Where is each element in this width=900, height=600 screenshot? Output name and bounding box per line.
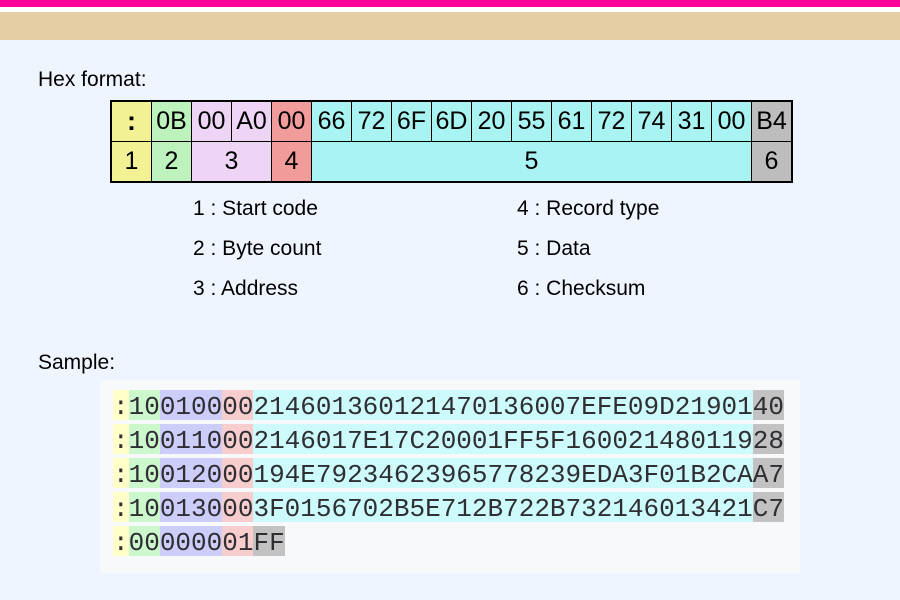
sample-rectype-span: 00	[222, 424, 254, 456]
sample-rectype-span: 00	[222, 492, 254, 524]
sample-record: :10010000214601360121470136007EFE09D2190…	[113, 390, 800, 424]
byte-cell-checksum: B4	[752, 102, 791, 141]
legend-item: 5 : Data	[517, 237, 591, 260]
sample-record: :100110002146017E17C20001FF5F16002148011…	[113, 424, 800, 458]
sample-record: :10012000194E79234623965778239EDA3F01B2C…	[113, 458, 800, 492]
field-cell-data: 5	[312, 142, 751, 181]
sample-data-span: 194E79234623965778239EDA3F01B2CA	[253, 458, 753, 490]
byte-cell-data: 74	[632, 102, 671, 141]
byte-cell-data: 6D	[432, 102, 471, 141]
byte-cell-data: 72	[592, 102, 631, 141]
byte-cell-start: :	[112, 102, 151, 141]
byte-cell-address: 00	[192, 102, 231, 141]
sample-address-span: 0130	[159, 492, 223, 524]
byte-cell-data: 6F	[392, 102, 431, 141]
legend-item: 4 : Record type	[517, 197, 660, 220]
sample-block: :10010000214601360121470136007EFE09D2190…	[100, 380, 800, 573]
white-gap-bar	[0, 7, 900, 12]
sample-data-span: 2146017E17C20001FF5F160021480119	[253, 424, 753, 456]
sample-rectype-span: 00	[222, 390, 254, 422]
sample-data-span: 3F0156702B5E712B722B732146013421	[253, 492, 753, 524]
tan-header-bar	[0, 12, 900, 40]
sample-record: :100130003F0156702B5E712B722B73214601342…	[113, 492, 800, 526]
sample-address-span: 0100	[159, 390, 223, 422]
field-cell-address: 3	[192, 142, 271, 181]
byte-cell-data: 20	[472, 102, 511, 141]
byte-cell-data: 72	[352, 102, 391, 141]
byte-cell-count: 0B	[152, 102, 191, 141]
sample-count-span: 10	[128, 492, 160, 524]
sample-count-span: 10	[128, 424, 160, 456]
sample-start-span: :	[113, 458, 129, 490]
field-cell-checksum: 6	[752, 142, 791, 181]
field-cell-count: 2	[152, 142, 191, 181]
byte-cell-rectype: 00	[272, 102, 311, 141]
sample-start-span: :	[113, 424, 129, 456]
legend-item: 6 : Checksum	[517, 277, 646, 300]
field-cell-start: 1	[112, 142, 151, 181]
sample-count-span: 00	[128, 526, 160, 558]
byte-cell-data: 31	[672, 102, 711, 141]
field-cell-rectype: 4	[272, 142, 311, 181]
byte-cell-address: A0	[232, 102, 271, 141]
sample-start-span: :	[113, 492, 129, 524]
sample-checksum-span: 28	[752, 424, 784, 456]
sample-record: :00000001FF	[113, 526, 800, 560]
byte-cell-data: 55	[512, 102, 551, 141]
sample-label: Sample:	[38, 351, 116, 374]
sample-checksum-span: C7	[752, 492, 784, 524]
legend-item: 1 : Start code	[193, 197, 318, 220]
sample-checksum-span: 40	[752, 390, 784, 422]
byte-cell-data: 61	[552, 102, 591, 141]
legend-item: 2 : Byte count	[193, 237, 322, 260]
sample-start-span: :	[113, 390, 129, 422]
sample-data-span: 214601360121470136007EFE09D21901	[253, 390, 753, 422]
sample-checksum-span: FF	[253, 526, 285, 558]
byte-cell-data: 00	[712, 102, 751, 141]
hex-format-label: Hex format:	[38, 68, 147, 91]
sample-address-span: 0110	[159, 424, 223, 456]
legend-item: 3 : Address	[193, 277, 299, 300]
sample-count-span: 10	[128, 390, 160, 422]
sample-count-span: 10	[128, 458, 160, 490]
sample-address-span: 0120	[159, 458, 223, 490]
sample-address-span: 0000	[159, 526, 223, 558]
sample-checksum-span: A7	[752, 458, 784, 490]
sample-rectype-span: 01	[222, 526, 254, 558]
sample-start-span: :	[113, 526, 129, 558]
magenta-top-bar	[0, 0, 900, 7]
byte-cell-data: 66	[312, 102, 351, 141]
sample-rectype-span: 00	[222, 458, 254, 490]
field-legend: 1 : Start code 2 : Byte count 3 : Address 4…	[193, 197, 659, 317]
